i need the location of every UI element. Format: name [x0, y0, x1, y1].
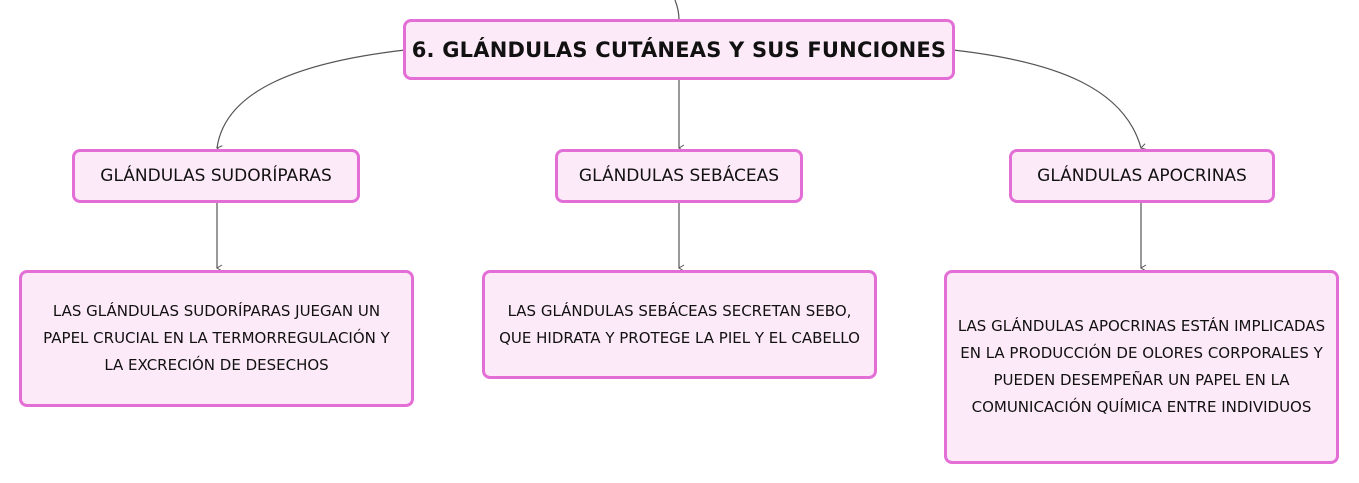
incoming-connector — [674, 0, 680, 21]
detail-text: LAS GLÁNDULAS SEBÁCEAS SECRETAN SEBO, QU… — [499, 301, 860, 347]
root-topic[interactable]: 6. GLÁNDULAS CUTÁNEAS Y SUS FUNCIONES — [403, 19, 955, 80]
topic-label: GLÁNDULAS SEBÁCEAS — [578, 166, 780, 186]
topic-glandulas-sudoriparas[interactable]: GLÁNDULAS SUDORÍPARAS — [72, 149, 360, 203]
connector-root-apocrinas — [952, 49, 1147, 151]
detail-sebaceas[interactable]: LAS GLÁNDULAS SEBÁCEAS SECRETAN SEBO, QU… — [482, 270, 877, 379]
topic-label: GLÁNDULAS SUDORÍPARAS — [100, 166, 332, 186]
connector-root-sudoriparas — [216, 49, 406, 153]
root-topic-label: 6. GLÁNDULAS CUTÁNEAS Y SUS FUNCIONES — [411, 37, 947, 62]
topic-label: GLÁNDULAS APOCRINAS — [1037, 166, 1247, 186]
detail-apocrinas[interactable]: LAS GLÁNDULAS APOCRINAS ESTÁN IMPLICADAS… — [944, 270, 1339, 464]
detail-sudoriparas[interactable]: LAS GLÁNDULAS SUDORÍPARAS JUEGAN UN PAPE… — [19, 270, 414, 407]
detail-text: LAS GLÁNDULAS APOCRINAS ESTÁN IMPLICADAS… — [957, 317, 1326, 416]
detail-text: LAS GLÁNDULAS SUDORÍPARAS JUEGAN UN PAPE… — [43, 302, 390, 374]
topic-glandulas-sebaceas[interactable]: GLÁNDULAS SEBÁCEAS — [555, 149, 803, 203]
topic-glandulas-apocrinas[interactable]: GLÁNDULAS APOCRINAS — [1009, 149, 1275, 203]
